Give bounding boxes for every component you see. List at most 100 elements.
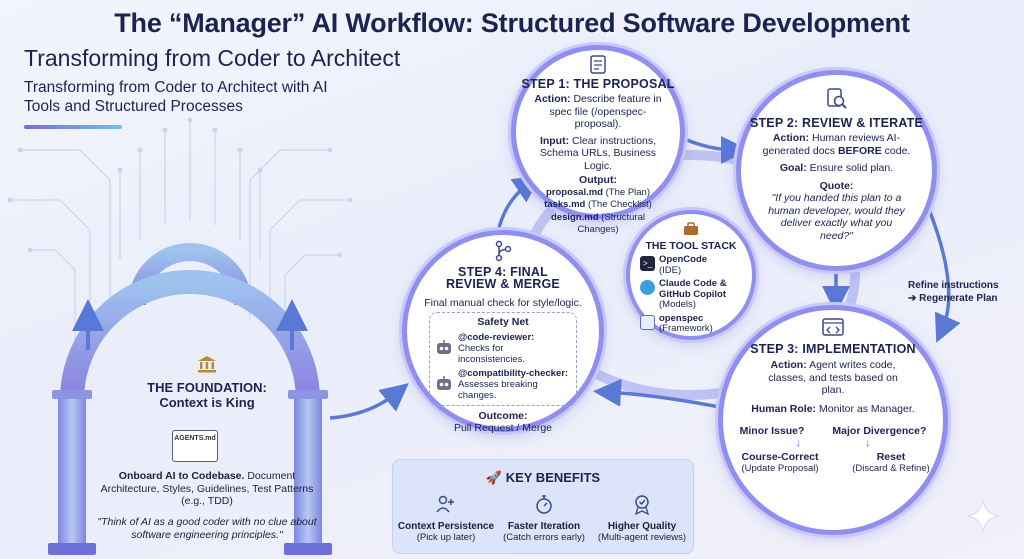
reviewer-name: @compatibility-checker: [458,367,569,379]
sparkle-icon [966,499,1000,533]
step2-action-emphasis: BEFORE [837,144,882,157]
magnifier-document-icon [741,87,932,115]
step4-description: Final manual check for style/logic. [424,296,582,309]
output-file: design.md [551,211,599,223]
terminal-icon: >_ [640,256,655,271]
step1-action-label: Action: [534,93,571,105]
tool-desc: (Framework) [659,323,713,334]
benefit-desc: (Catch errors early) [503,532,585,543]
cloud-ai-icon [640,280,655,295]
course-correct-title: Course-Correct [741,450,819,463]
course-correct-desc: (Update Proposal) [741,463,819,474]
foundation-body-text: Document Architecture, Styles, Guideline… [100,470,314,507]
benefit-item: Context Persistence (Pick up later) [397,493,495,543]
step4-outcome: Pull Request / Merge [453,422,553,434]
benefit-desc: (Multi-agent reviews) [597,532,687,543]
code-window-icon [723,317,943,343]
step2-action: Human reviews AI-generated docs [762,132,901,157]
subtitle: Transforming from Coder to Architect [24,45,401,71]
step1-action: Describe feature in spec file (/openspec… [549,93,662,130]
tool-name: openspec [659,312,704,324]
step1-input-label: Input: [539,134,570,147]
step4-circle: STEP 4: FINAL REVIEW & MERGE Final manua… [402,230,604,434]
benefit-title: Higher Quality [607,521,677,532]
step2-goal: Ensure solid plan. [809,162,894,174]
foundation-body: Onboard AI to Codebase. Document Archite… [94,470,320,508]
step1-title: STEP 1: THE PROPOSAL [521,76,675,91]
step1-output-label: Output: [579,174,617,186]
foundation-title-2: Context is King [159,395,255,410]
file-icon: AGENTS.md [172,430,218,462]
reset-title: Reset [876,450,906,463]
refine-loop-label: Refine instructions ➔ Regenerate Plan [908,280,1018,305]
benefit-item: Faster Iteration (Catch errors early) [495,493,593,543]
safety-net-title: Safety Net [477,316,529,328]
toolbox-icon [630,222,752,240]
tool-name: Claude Code & GitHub Copilot [659,278,727,300]
key-benefits-panel: 🚀 KEY BENEFITS Context Persistence (Pick… [392,459,694,554]
main-title: The “Manager” AI Workflow: Structured So… [114,8,910,38]
step2-action-label: Action: [772,132,810,144]
output-desc: (Structural Changes) [577,211,645,236]
arrow-step4-to-step1 [496,175,542,233]
step2-goal-label: Goal: [779,162,807,174]
benefit-desc: (Pick up later) [416,532,476,543]
benefit-title: Context Persistence [397,521,495,532]
arrow-refine-loop [928,211,961,343]
tool-name: OpenCode [659,254,708,265]
reviewer-desc: Checks for inconsistencies. [458,342,526,365]
accent-line [24,125,122,129]
foundation-title-1: THE FOUNDATION: [147,380,267,395]
step4-title: STEP 4: FINAL REVIEW & MERGE [446,264,560,291]
arrow-foundation-to-step4 [329,383,409,420]
step2-quote: "If you handed this plan to a human deve… [768,192,905,242]
output-file: tasks.md [544,199,586,210]
reviewer-item: @code-reviewer:Checks for inconsistencie… [434,332,572,365]
award-badge-icon [634,495,650,516]
step2-action-end: code. [884,144,911,157]
tool-item: >_ OpenCode(IDE) [640,254,752,276]
reset-desc: (Discard & Refine) [852,463,930,474]
robot-icon [437,340,451,354]
step3-role: Monitor as Manager. [818,402,915,415]
rocket-icon: 🚀 [485,470,503,485]
output-desc: (The Checklist) [587,199,652,210]
minor-issue-label: Minor Issue? [739,425,805,437]
reviewer-desc: Assesses breaking changes. [458,378,538,401]
tool-stack-title: THE TOOL STACK [645,239,737,252]
step1-input: Clear instructions, Schema URLs, Busines… [539,134,657,172]
safety-net-box: Safety Net @code-reviewer:Checks for inc… [429,312,577,406]
foundation-body-bold: Onboard AI to Codebase. [118,470,245,482]
step3-title: STEP 3: IMPLEMENTATION [750,341,916,356]
step3-circle: STEP 3: IMPLEMENTATION Action: Agent wri… [718,305,948,535]
tool-item: openspec(Framework) [640,312,752,335]
stopwatch-icon [536,495,552,514]
refine-line1: Refine instructions [908,280,999,291]
down-arrow-icon: ↓ [865,436,871,449]
step3-role-label: Human Role: [751,402,817,415]
tool-desc: (IDE) [659,264,682,276]
key-benefits-title: 🚀 KEY BENEFITS [393,470,693,486]
arrow-step1-to-step2 [681,135,749,164]
output-desc: (The Plan) [605,186,650,198]
major-divergence-label: Major Divergence? [832,425,927,437]
step3-action-label: Action: [770,359,807,371]
step1-circle: STEP 1: THE PROPOSAL Action: Describe fe… [511,45,685,235]
reviewer-item: @compatibility-checker:Assesses breaking… [434,368,572,401]
foundation-heading: THE FOUNDATION: Context is King [94,355,320,410]
robot-icon [437,376,451,390]
clipboard-icon [516,54,680,78]
agents-file-label: AGENTS.md [174,435,216,442]
tool-stack-circle: THE TOOL STACK >_ OpenCode(IDE) Claude C… [626,210,756,340]
tool-item: Claude Code & GitHub Copilot(Models) [640,278,752,311]
output-file: proposal.md [545,186,603,198]
key-benefits-label: KEY BENEFITS [505,470,601,485]
step2-quote-label: Quote: [819,179,854,192]
benefit-item: Higher Quality (Multi-agent reviews) [593,493,691,543]
foundation-quote: "Think of AI as a good coder with no clu… [97,516,317,541]
refine-line2: ➔ Regenerate Plan [908,292,998,304]
git-merge-icon [407,240,599,266]
bank-icon [94,355,320,378]
step2-title: STEP 2: REVIEW & ITERATE [749,115,924,130]
tool-desc: (Models) [659,299,696,310]
